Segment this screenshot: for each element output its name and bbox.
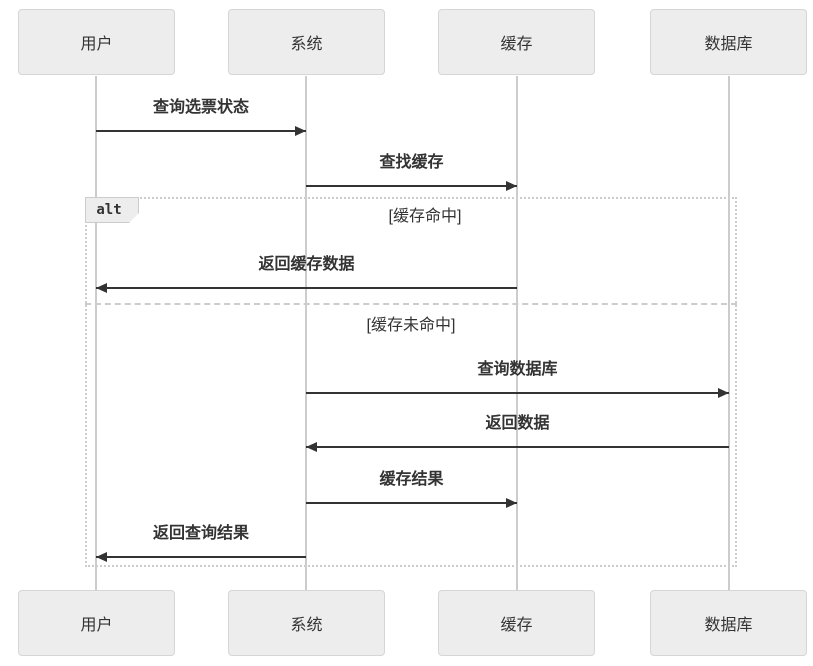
arrowhead-right-icon <box>295 126 306 136</box>
alt-else-divider <box>85 303 737 305</box>
message-arrow-cache-result <box>306 502 517 504</box>
message-label-query-database: 查询数据库 <box>477 361 558 378</box>
arrowhead-right-icon <box>506 498 517 508</box>
actor-box-system-top: 系统 <box>228 9 385 75</box>
alt-operator-label: alt <box>85 197 139 223</box>
actor-label-cache: 缓存 <box>500 36 533 53</box>
message-arrow-return-cached-data <box>96 287 517 289</box>
alt-operator-text: alt <box>96 202 122 218</box>
arrowhead-right-icon <box>718 388 729 398</box>
message-label-lookup-cache: 查找缓存 <box>379 154 444 171</box>
message-arrow-query-vote-status <box>96 130 306 132</box>
message-arrow-return-data <box>306 446 729 448</box>
message-arrow-lookup-cache <box>306 185 517 187</box>
actor-label-cache: 缓存 <box>500 617 533 634</box>
arrowhead-left-icon <box>96 283 107 293</box>
actor-box-system-bottom: 系统 <box>228 590 385 656</box>
actor-box-user-bottom: 用户 <box>18 590 175 656</box>
message-label-return-cached-data: 返回缓存数据 <box>258 256 355 273</box>
actor-box-cache-top: 缓存 <box>438 9 595 75</box>
actor-box-database-bottom: 数据库 <box>650 590 807 656</box>
arrowhead-right-icon <box>506 181 517 191</box>
arrowhead-left-icon <box>96 552 107 562</box>
lifeline-cache <box>516 76 518 590</box>
actor-box-database-top: 数据库 <box>650 9 807 75</box>
alt-frame <box>85 197 737 567</box>
actor-box-user-top: 用户 <box>18 9 175 75</box>
actor-label-system: 系统 <box>290 617 323 634</box>
alt-condition-cache-miss: [缓存未命中] <box>366 317 456 334</box>
actor-box-cache-bottom: 缓存 <box>438 590 595 656</box>
actor-label-database: 数据库 <box>704 617 753 634</box>
alt-condition-cache-hit: [缓存命中] <box>388 208 462 225</box>
lifeline-system <box>305 76 307 590</box>
message-label-cache-result: 缓存结果 <box>379 471 444 488</box>
message-label-return-query-result: 返回查询结果 <box>152 525 249 542</box>
message-arrow-query-database <box>306 392 729 394</box>
lifeline-database <box>728 76 730 590</box>
actor-label-system: 系统 <box>290 36 323 53</box>
message-label-query-vote-status: 查询选票状态 <box>152 99 249 116</box>
message-arrow-return-query-result <box>96 556 306 558</box>
actor-label-user: 用户 <box>80 36 113 53</box>
actor-label-user: 用户 <box>80 617 113 634</box>
actor-label-database: 数据库 <box>704 36 753 53</box>
message-label-return-data: 返回数据 <box>485 415 550 432</box>
arrowhead-left-icon <box>306 442 317 452</box>
lifeline-user <box>95 76 97 590</box>
